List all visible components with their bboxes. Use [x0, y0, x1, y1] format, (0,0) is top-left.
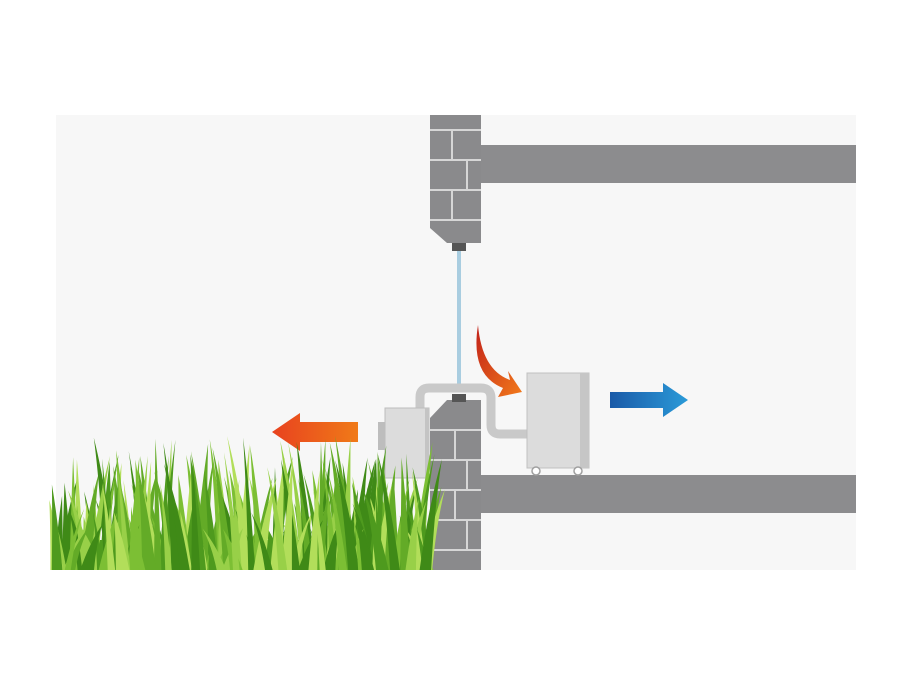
grass-blade — [296, 441, 316, 570]
grass-blade — [61, 482, 73, 570]
grass-blade — [328, 473, 348, 570]
grass-blade — [138, 468, 157, 570]
grass-blade — [92, 511, 104, 570]
grass-blade — [377, 453, 400, 570]
grass-blade — [251, 512, 273, 570]
wheel-icon — [531, 466, 541, 476]
grass-blade — [64, 508, 85, 570]
lower-floor-slab — [478, 475, 856, 513]
grass-blade — [202, 528, 227, 570]
grass-blade — [224, 452, 240, 570]
grass-blade — [267, 467, 288, 570]
exterior-brick-wall-lower — [430, 394, 481, 570]
grass-blade — [405, 498, 419, 570]
heat-exhaust-arrow — [272, 413, 358, 451]
wheel-icon — [573, 466, 583, 476]
grass-blade — [204, 470, 219, 570]
grass-blade — [153, 438, 162, 570]
grass-blade — [243, 437, 256, 570]
grass-blade — [191, 463, 201, 570]
lawn — [49, 435, 445, 570]
grass-blade — [253, 477, 277, 570]
grass-blade — [335, 460, 360, 570]
warm-air-intake-arrow — [476, 325, 522, 397]
grass-blade — [419, 459, 442, 570]
grass-blade — [117, 468, 131, 570]
grass-blade — [163, 442, 180, 570]
outdoor-condenser-unit — [378, 407, 430, 479]
grass-blade — [130, 506, 139, 570]
grass-blade — [113, 511, 130, 570]
grass-blade — [400, 457, 411, 570]
grass-blade — [308, 470, 320, 570]
connecting-refrigerant-pipe — [415, 383, 527, 439]
cool-air-supply-arrow — [610, 383, 688, 417]
grass-blade — [281, 458, 293, 570]
grass-blade — [227, 436, 252, 570]
grass-blade — [363, 489, 389, 570]
upper-floor-slab — [478, 145, 856, 183]
exterior-brick-wall-upper — [430, 115, 481, 251]
grass-blade — [80, 524, 103, 570]
grass-blade — [354, 512, 375, 570]
grass-blade — [375, 488, 383, 570]
grass-blade — [51, 484, 63, 570]
grass-blade — [102, 482, 116, 570]
grass-blade — [323, 519, 341, 570]
grass-blade — [160, 483, 172, 570]
indoor-portable-unit — [526, 372, 590, 476]
grass-blade — [68, 490, 93, 570]
